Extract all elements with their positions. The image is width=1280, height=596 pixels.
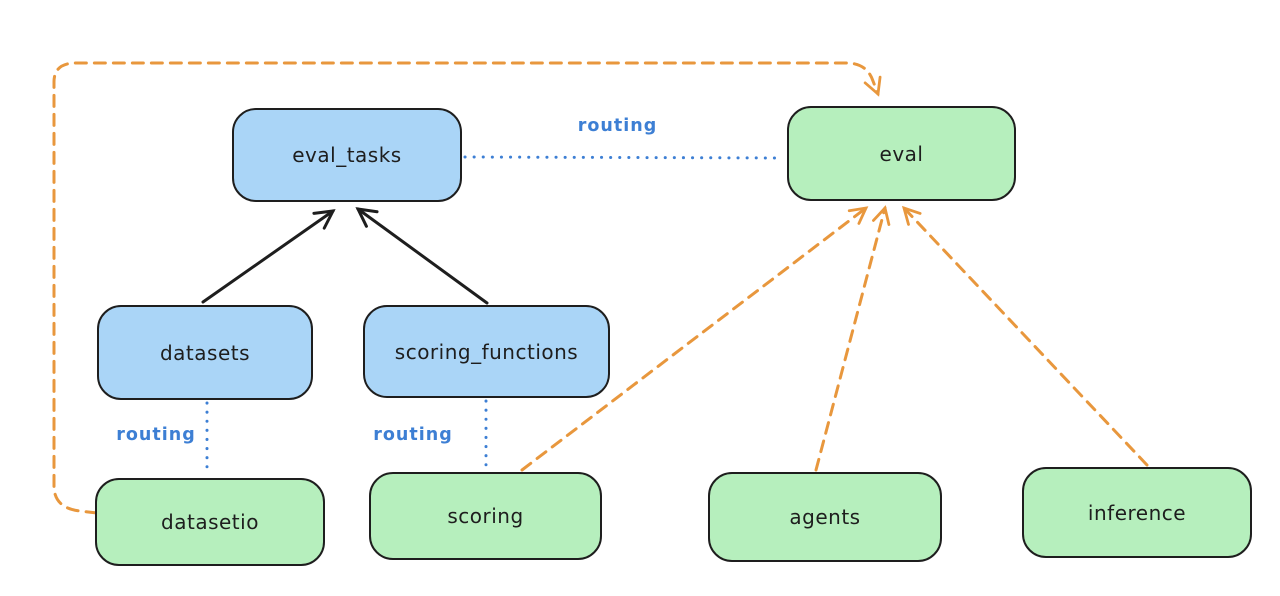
node-datasets-label: datasets [159, 340, 251, 365]
edge-datasets-to-eval-tasks [201, 209, 336, 304]
node-inference: inference [1022, 467, 1252, 558]
node-scoring: scoring [369, 472, 602, 560]
node-eval-label: eval [879, 141, 924, 166]
node-scoring-functions-label: scoring_functions [394, 339, 579, 364]
edge-label-routing-left: routing [116, 425, 196, 445]
node-datasets: datasets [97, 305, 313, 400]
edge-agents-to-eval [814, 205, 891, 472]
node-scoring-functions: scoring_functions [363, 305, 610, 398]
edge-label-routing-middle: routing [373, 425, 453, 445]
edge-inference-to-eval [901, 205, 1149, 467]
node-eval: eval [787, 106, 1016, 201]
edge-label-routing-top: routing [577, 116, 658, 136]
node-inference-label: inference [1087, 500, 1187, 525]
node-eval-tasks: eval_tasks [232, 108, 462, 202]
edge-scoring-to-eval [520, 206, 869, 472]
node-datasetio-label: datasetio [161, 510, 259, 534]
edge-eval-tasks-to-eval-routing [463, 155, 785, 160]
node-agents: agents [708, 472, 942, 562]
node-datasetio: datasetio [95, 478, 325, 566]
node-scoring-label: scoring [447, 504, 524, 528]
edge-scoring-functions-to-eval-tasks [355, 207, 489, 305]
node-agents-label: agents [789, 505, 861, 529]
node-eval-tasks-label: eval_tasks [292, 143, 402, 167]
edge-datasetio-to-eval [52, 61, 882, 515]
